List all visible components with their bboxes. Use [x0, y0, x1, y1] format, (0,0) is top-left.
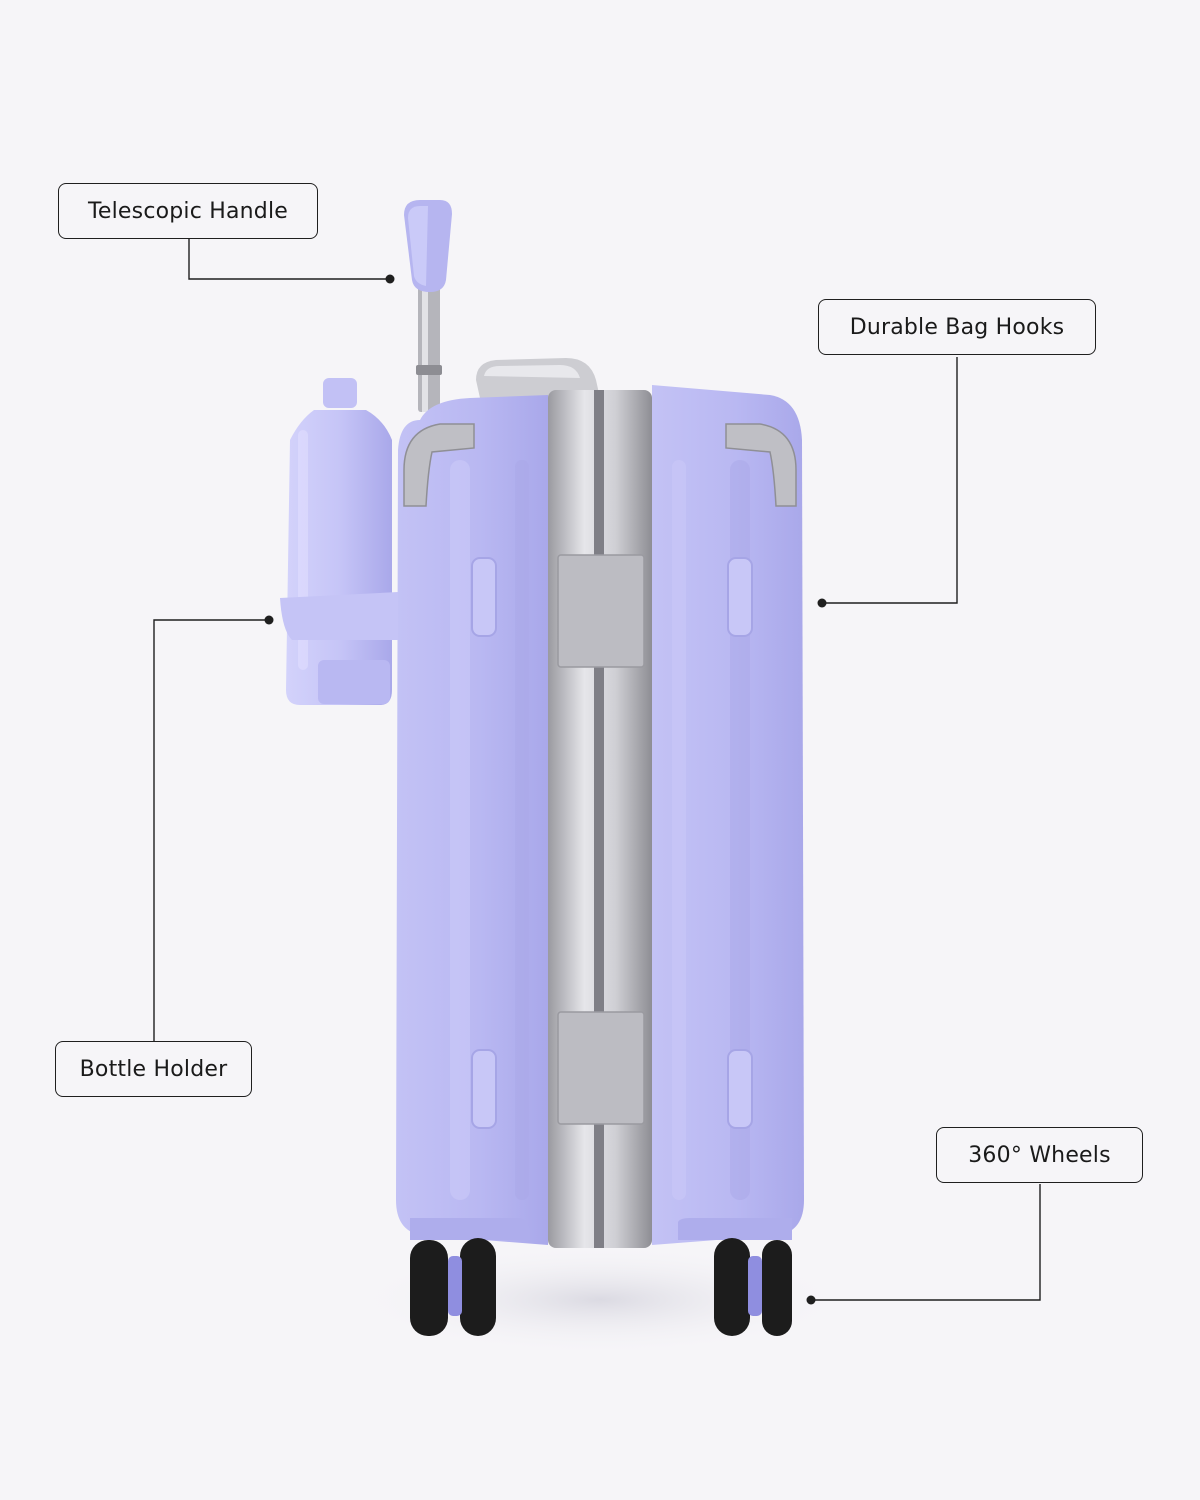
- callout-wheels: 360° Wheels: [936, 1127, 1143, 1183]
- bottle-marker-dot: [264, 615, 274, 625]
- suitcase-body: [280, 385, 804, 1245]
- water-bottle: [286, 378, 392, 705]
- aluminum-frame: [548, 390, 652, 1248]
- callout-bottle-holder: Bottle Holder: [55, 1041, 252, 1097]
- callout-telescopic-handle: Telescopic Handle: [58, 183, 318, 239]
- hooks-marker-dot: [817, 598, 827, 608]
- bag-hooks: [403, 423, 797, 507]
- top-carry-handle: [476, 358, 600, 398]
- wheels: [410, 1238, 792, 1336]
- leader-lines: [153, 239, 1041, 1301]
- wheels-marker-dot: [806, 1295, 816, 1305]
- callout-bag-hooks: Durable Bag Hooks: [818, 299, 1096, 355]
- telescopic-handle: [404, 200, 452, 412]
- handle-marker-dot: [385, 274, 395, 284]
